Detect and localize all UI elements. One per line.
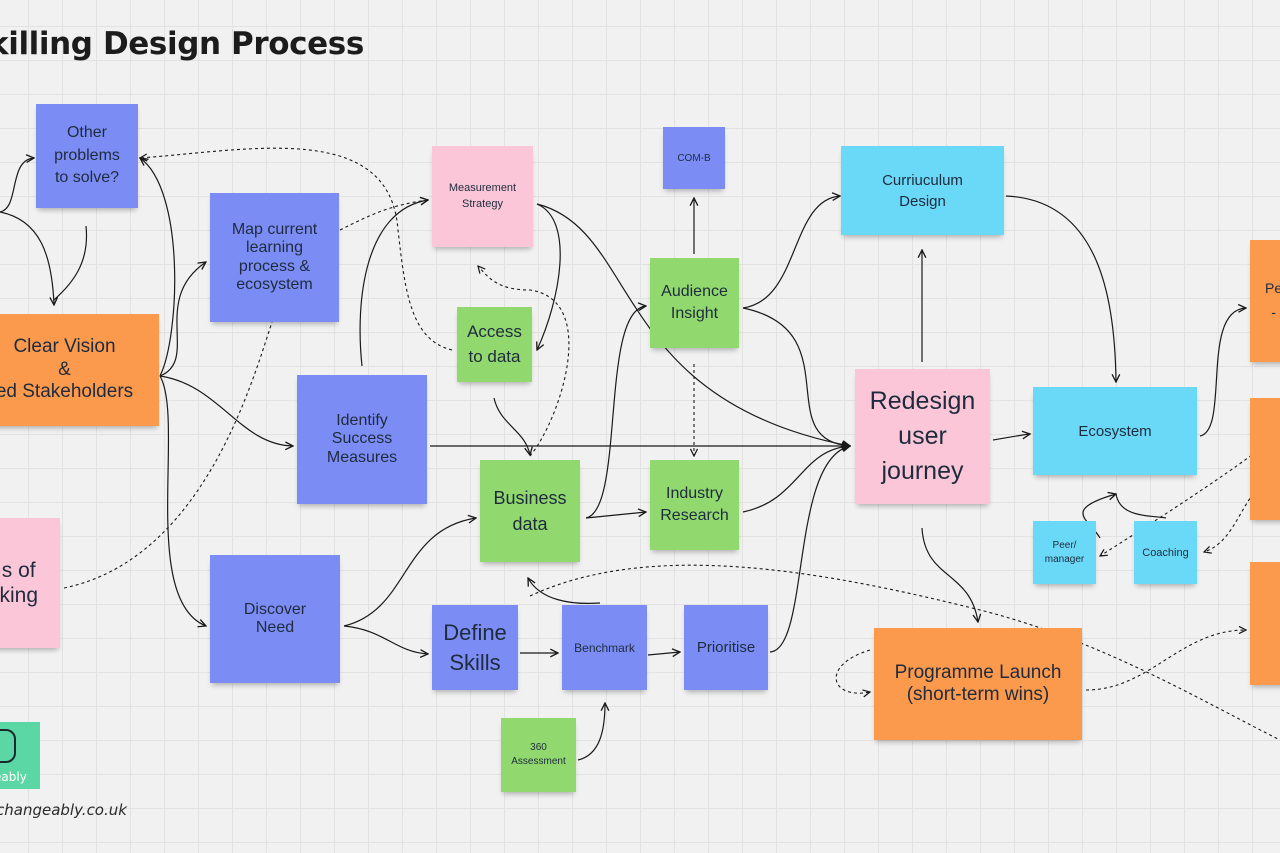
note-map-current-process[interactable]: Map current learning process & ecosystem (210, 193, 339, 322)
note-business-data[interactable]: Business data (480, 460, 580, 562)
website-url: changeably.co.uk (0, 801, 127, 819)
note-peer-manager[interactable]: Peer/ manager (1033, 521, 1096, 584)
note-curriculum-design[interactable]: Curriuculum Design (841, 146, 1004, 235)
logo-text: eably (0, 770, 27, 784)
note-programme-launch[interactable]: Programme Launch (short-term wins) (874, 628, 1082, 740)
board-title: killing Design Process (0, 26, 364, 62)
note-360-assessment[interactable]: 360 Assessment (501, 718, 576, 792)
note-right-bottom-partial[interactable] (1250, 562, 1280, 685)
note-measurement-strategy[interactable]: Measurement Strategy (432, 146, 533, 247)
note-define-skills[interactable]: Define Skills (432, 605, 518, 690)
note-access-to-data[interactable]: Access to data (457, 307, 532, 382)
note-redesign-user-journey[interactable]: Redesign user journey (855, 369, 990, 504)
note-right-top-partial[interactable]: Pe - (1250, 240, 1280, 362)
note-industry-research[interactable]: Industry Research (650, 460, 739, 550)
logo-icon (0, 729, 16, 763)
note-other-problems[interactable]: Other problems to solve? (36, 104, 138, 208)
note-prioritise[interactable]: Prioritise (684, 605, 768, 690)
note-right-middle-partial[interactable] (1250, 398, 1280, 520)
note-benchmark[interactable]: Benchmark (562, 605, 647, 690)
note-coaching[interactable]: Coaching (1134, 521, 1197, 584)
note-ecosystem[interactable]: Ecosystem (1033, 387, 1197, 475)
note-discover-need[interactable]: Discover Need (210, 555, 340, 683)
note-com-b[interactable]: COM-B (663, 127, 725, 189)
note-clear-vision[interactable]: Clear Vision & ed Stakeholders (0, 314, 159, 426)
note-audience-insight[interactable]: Audience Insight (650, 258, 739, 348)
note-identify-success-measures[interactable]: Identify Success Measures (297, 375, 427, 504)
note-partial-pink[interactable]: s of king (0, 518, 60, 648)
